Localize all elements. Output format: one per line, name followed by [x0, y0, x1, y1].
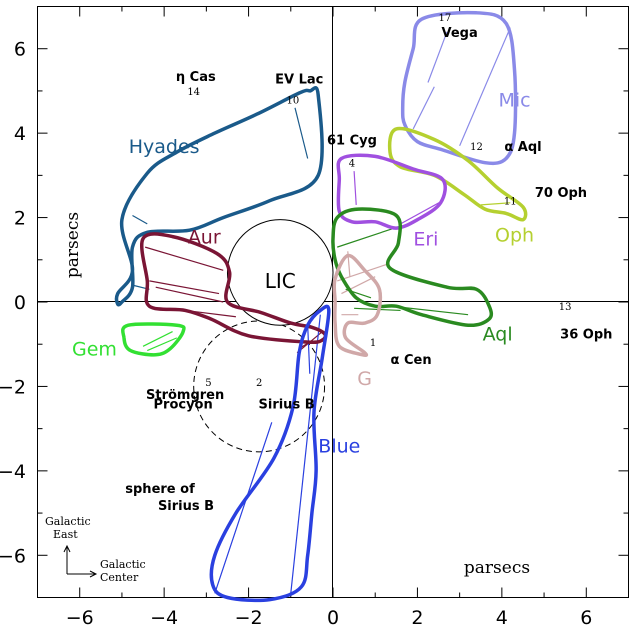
star-label--cas: η Cas	[176, 70, 216, 85]
star-number--cen: 1	[370, 338, 376, 349]
compass-east-label-1: Galactic	[45, 515, 91, 528]
sight-line	[214, 422, 273, 594]
cloud-outline-gem	[120, 322, 186, 357]
sight-line	[341, 276, 376, 295]
cloud-label-aql: Aql	[483, 324, 513, 346]
sight-lines	[132, 27, 511, 594]
sight-line	[132, 214, 148, 225]
x-tick-label: 6	[580, 607, 592, 629]
star-label-sirius-b: Sirius B	[259, 397, 315, 412]
sight-line	[459, 27, 511, 147]
star-number-70-oph: 11	[504, 197, 517, 208]
sight-line	[412, 86, 435, 130]
star-number-36-oph: 13	[559, 302, 572, 313]
star-label-36-oph: 36 Oph	[560, 328, 612, 343]
sight-line	[307, 325, 311, 374]
cloud-outlines	[114, 10, 528, 603]
stromgren-label-line1: Strömgren	[146, 388, 224, 403]
compass-center-label-1: Galactic	[100, 558, 146, 571]
star-label--cen: α Cen	[391, 353, 432, 368]
stromgren-label-line2: sphere of	[125, 482, 195, 497]
axis-tick-labels: −6 −4 −2 0 2 4 6 −6 −4 −2 0 2 4 6	[0, 39, 592, 629]
stromgren-sphere	[193, 320, 326, 453]
sight-line	[142, 331, 173, 347]
x-tick-label: −4	[150, 607, 178, 629]
star-label-ev-lac: EV Lac	[275, 72, 323, 87]
x-tick-label: −6	[66, 607, 94, 629]
compass-center-label-2: Center	[100, 571, 139, 584]
cloud-outline-hyades	[114, 85, 324, 307]
sight-line	[144, 246, 224, 271]
star-label-procyon: Procyon	[154, 397, 213, 412]
y-tick-label: −4	[0, 461, 26, 483]
star-number-sirius-b: 2	[256, 378, 262, 389]
star-label--aql: α Aql	[504, 140, 541, 155]
sight-line	[147, 337, 178, 352]
y-axis-label: parsecs	[63, 212, 83, 278]
star-label-70-oph: 70 Oph	[535, 186, 587, 201]
y-tick-label: −6	[0, 545, 26, 567]
sight-line	[480, 202, 511, 206]
star-number-61-cyg: 4	[349, 159, 355, 170]
cloud-label-mic: Mic	[498, 89, 530, 111]
cloud-outline-eri	[336, 153, 447, 230]
y-tick-label: −2	[0, 376, 26, 398]
star-number-procyon: 5	[205, 378, 211, 389]
cloud-label-eri: Eri	[413, 229, 438, 251]
galactic-compass: Galactic East Galactic Center	[45, 515, 146, 584]
compass-east-label-2: East	[53, 528, 78, 541]
star-number--aql: 12	[470, 142, 483, 153]
cloud-outline-blue	[209, 304, 331, 603]
sight-line	[294, 107, 309, 159]
sight-line	[337, 225, 401, 248]
cloud-label-blue: Blue	[318, 436, 360, 458]
axis-ticks	[37, 6, 629, 598]
lic-label: LIC	[265, 269, 296, 293]
star-number--cas: 14	[187, 87, 200, 98]
sight-line	[427, 31, 448, 83]
star-number-ev-lac: 10	[287, 95, 300, 106]
x-tick-label: −2	[235, 607, 263, 629]
star-label-61-cyg: 61 Cyg	[327, 133, 377, 148]
star-label-vega: Vega	[442, 26, 478, 41]
cloud-label-g: G	[357, 368, 372, 390]
cloud-outline-aql	[331, 207, 494, 328]
cloud-label-gem: Gem	[72, 338, 117, 360]
cloud-outline-oph	[387, 126, 528, 222]
x-axis-label: parsecs	[464, 558, 530, 578]
sight-line	[337, 263, 389, 282]
sight-line	[400, 200, 444, 225]
y-tick-label: 2	[14, 208, 26, 230]
stromgren-label-line3: Sirius B	[158, 499, 214, 514]
sight-line	[155, 286, 224, 303]
sight-line	[353, 171, 357, 205]
x-tick-label: 2	[411, 607, 423, 629]
x-tick-label: 4	[496, 607, 508, 629]
y-tick-label: 0	[14, 292, 26, 314]
cloud-outline-g	[332, 253, 383, 358]
lic-circle	[226, 219, 334, 326]
sight-line	[290, 314, 321, 594]
y-tick-label: 6	[14, 39, 26, 61]
cloud-label-oph: Oph	[495, 224, 534, 246]
star-number-vega: 17	[439, 13, 452, 24]
y-tick-label: 4	[14, 123, 26, 145]
x-tick-label: 0	[327, 607, 339, 629]
cloud-label-hyades: Hyades	[129, 136, 200, 158]
sight-line	[149, 280, 220, 295]
cloud-label-aur: Aur	[188, 227, 221, 249]
